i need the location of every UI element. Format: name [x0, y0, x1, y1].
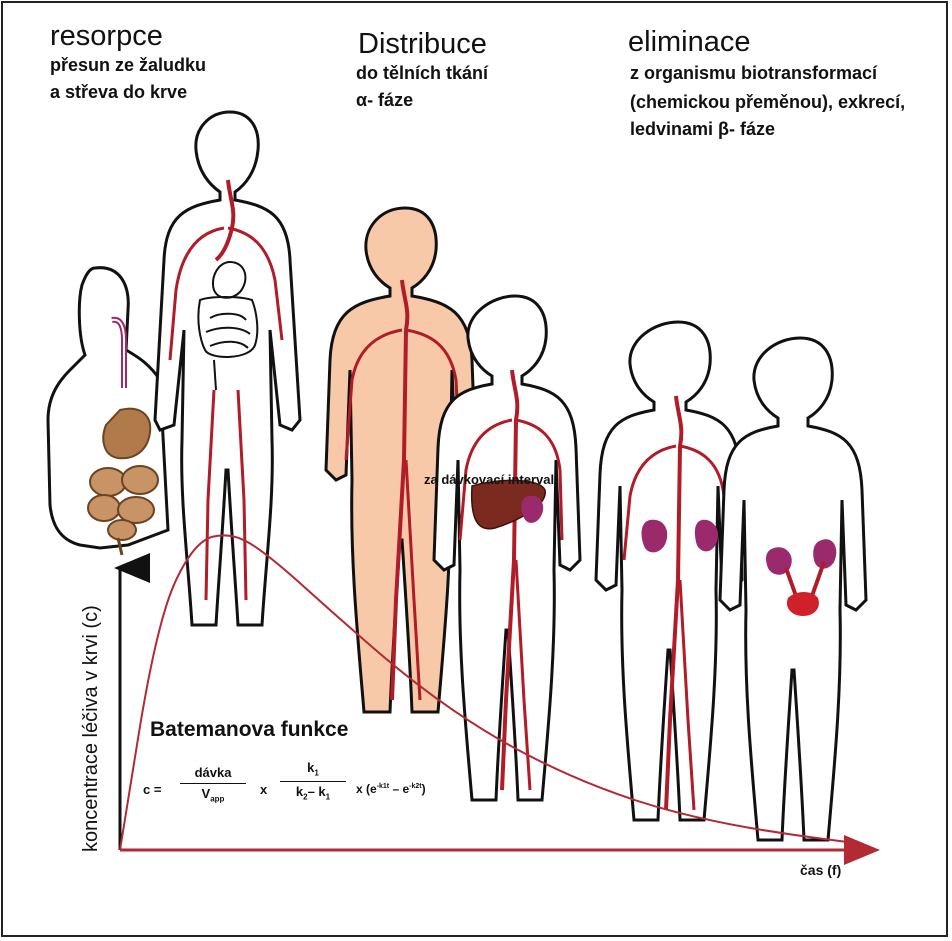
distribution-title: Distribuce: [358, 28, 487, 60]
fraction-denominator: Vapp: [201, 786, 225, 804]
resorption-title: resorpce: [50, 20, 163, 52]
formula-title: Batemanova funkce: [150, 718, 349, 741]
front-figure-elimination-1: [594, 320, 744, 822]
formula-times-1: x: [260, 782, 268, 797]
formula-lhs: c =: [143, 782, 162, 797]
elimination-desc-2: (chemickou přeměnou), exkrecí,: [630, 92, 906, 112]
intestines-outline-front: [197, 296, 259, 391]
fraction-rate-constants: k1 k2– k1: [280, 760, 346, 801]
front-figure-resorption: [153, 110, 302, 627]
fraction-dose-volume: dávka Vapp: [180, 765, 246, 804]
front-figure-outline: [153, 110, 302, 627]
fraction-numerator: k1: [307, 760, 319, 778]
kidney-shape: [766, 547, 792, 575]
intestines-shape: [87, 465, 159, 541]
side-torso-figure: [46, 266, 170, 556]
ureters-shape: [784, 561, 826, 597]
formula-exponential-term: x (e-k1t – e-k2t): [356, 782, 426, 796]
elimination-desc-1: z organismu biotransformací: [630, 63, 878, 83]
distribution-desc-2: α- fáze: [356, 90, 414, 110]
front-figure-liver-kidney: [432, 294, 582, 802]
elimination-figure-1-outline: [594, 320, 744, 822]
dosing-interval-label: za dávkovací interval: [424, 472, 555, 487]
concentration-curve: [119, 534, 861, 851]
stomach-outline-front: [212, 260, 247, 299]
liver-kidney-figure-outline: [432, 294, 582, 802]
fraction-numerator: dávka: [194, 765, 232, 780]
distribution-desc-1: do tělních tkání: [356, 63, 489, 83]
front-figure-elimination-2: [718, 336, 868, 842]
bladder-shape: [786, 592, 819, 616]
kidney-shape: [694, 519, 719, 552]
elimination-desc-3: ledvinami β- fáze: [630, 119, 776, 139]
y-axis-label: koncentrace léčiva v krvi (c): [80, 605, 102, 852]
kidney-shape: [641, 519, 668, 553]
kidney-left-shape: [521, 495, 544, 523]
resorption-desc-2: a střeva do krve: [50, 82, 188, 102]
fraction-denominator: k2– k1: [295, 783, 331, 802]
resorption-desc-1: přesun ze žaludku: [50, 55, 207, 75]
stomach-shape: [102, 407, 152, 460]
front-figure-distribution: [324, 206, 478, 714]
x-axis-label: čas (f): [800, 862, 842, 878]
kidney-shape: [813, 539, 837, 569]
elimination-title: eliminace: [628, 26, 751, 58]
